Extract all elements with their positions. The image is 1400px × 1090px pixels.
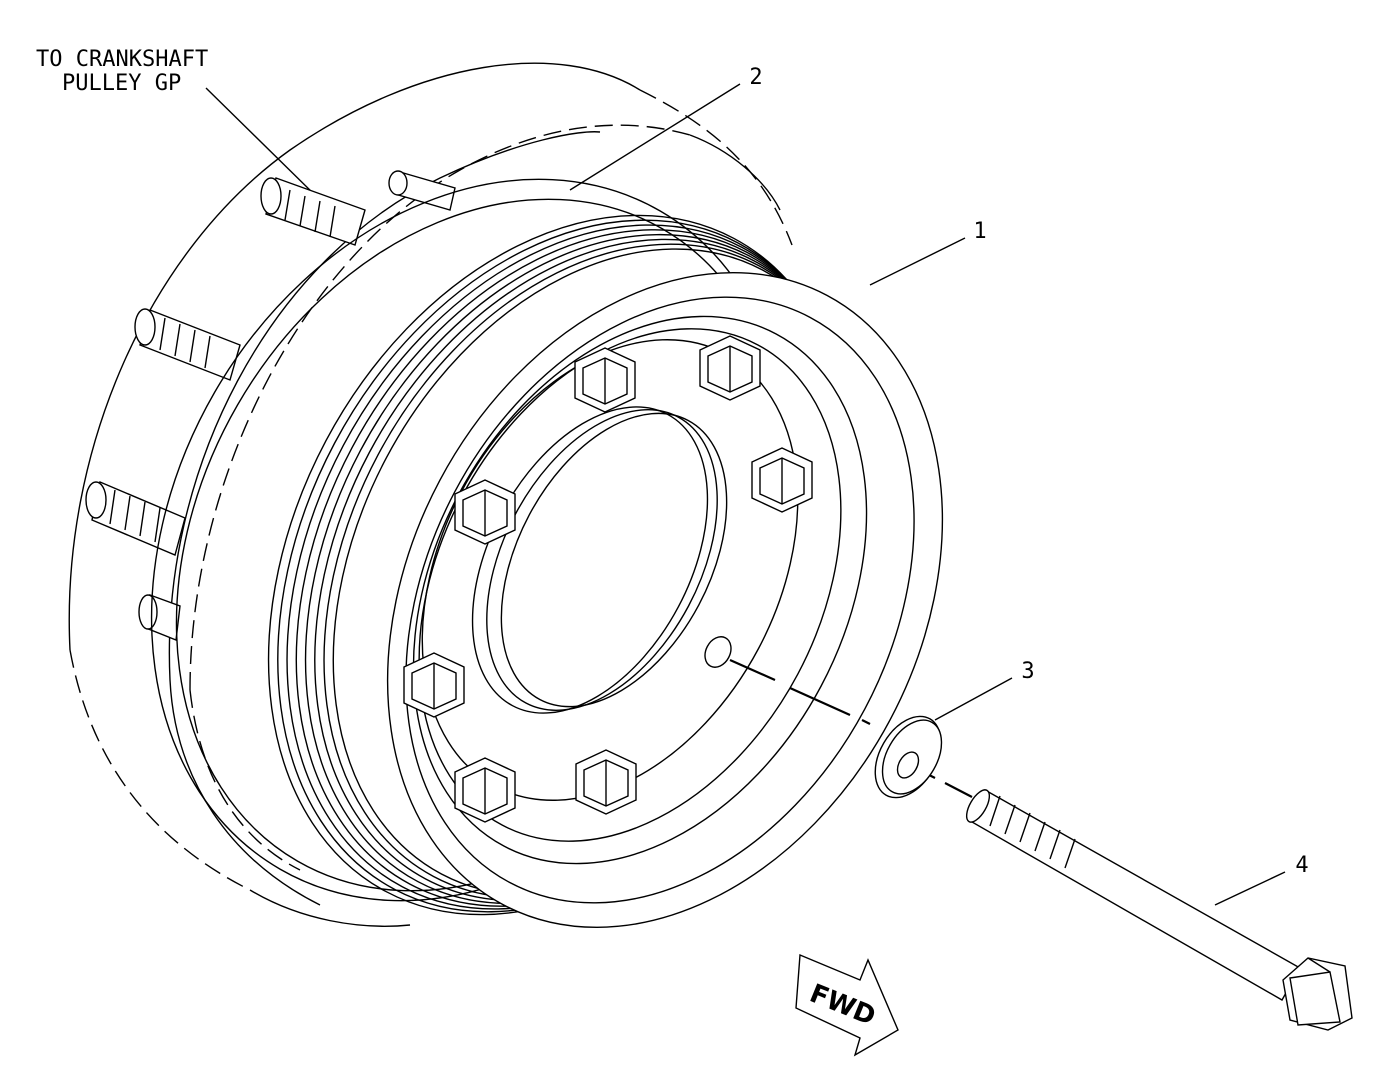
bolt-c <box>751 447 813 513</box>
forward-arrow-icon <box>795 953 899 1057</box>
callout-2: 2 <box>749 65 762 90</box>
threaded-hole <box>704 636 732 668</box>
stud-1 <box>388 170 456 211</box>
reference-note: TO CRANKSHAFT PULLEY GP <box>36 47 319 199</box>
rear-studs <box>85 170 456 641</box>
pulley-bolts <box>403 335 813 823</box>
stud-5 <box>138 594 181 641</box>
leader-1 <box>869 237 966 286</box>
leader-2 <box>569 83 741 191</box>
callout-3: 3 <box>1021 659 1034 684</box>
bolt-g <box>575 749 637 815</box>
callout-labels: 2 1 3 4 <box>749 65 1308 878</box>
callout-1: 1 <box>973 219 986 244</box>
bolt-e <box>403 652 465 718</box>
leader-4 <box>1214 871 1286 906</box>
bolt-a <box>574 347 636 413</box>
stud-2 <box>260 177 366 246</box>
stud-4 <box>85 481 186 556</box>
leader-3 <box>934 677 1013 721</box>
bolt-f <box>454 757 516 823</box>
long-bolt <box>965 788 1353 1031</box>
bolt-d <box>454 479 516 545</box>
long-bolt-head <box>1282 957 1353 1031</box>
washer <box>874 715 943 799</box>
stud-3 <box>134 308 241 381</box>
reference-note-leader <box>205 87 319 199</box>
callout-4: 4 <box>1295 853 1308 878</box>
reference-note-line2: PULLEY GP <box>62 71 181 96</box>
callout-leaders <box>569 83 1286 906</box>
pulley <box>267 214 944 928</box>
forward-arrow: FWD <box>795 953 899 1057</box>
bolt-b <box>699 335 761 401</box>
reference-note-line1: TO CRANKSHAFT <box>36 47 208 72</box>
